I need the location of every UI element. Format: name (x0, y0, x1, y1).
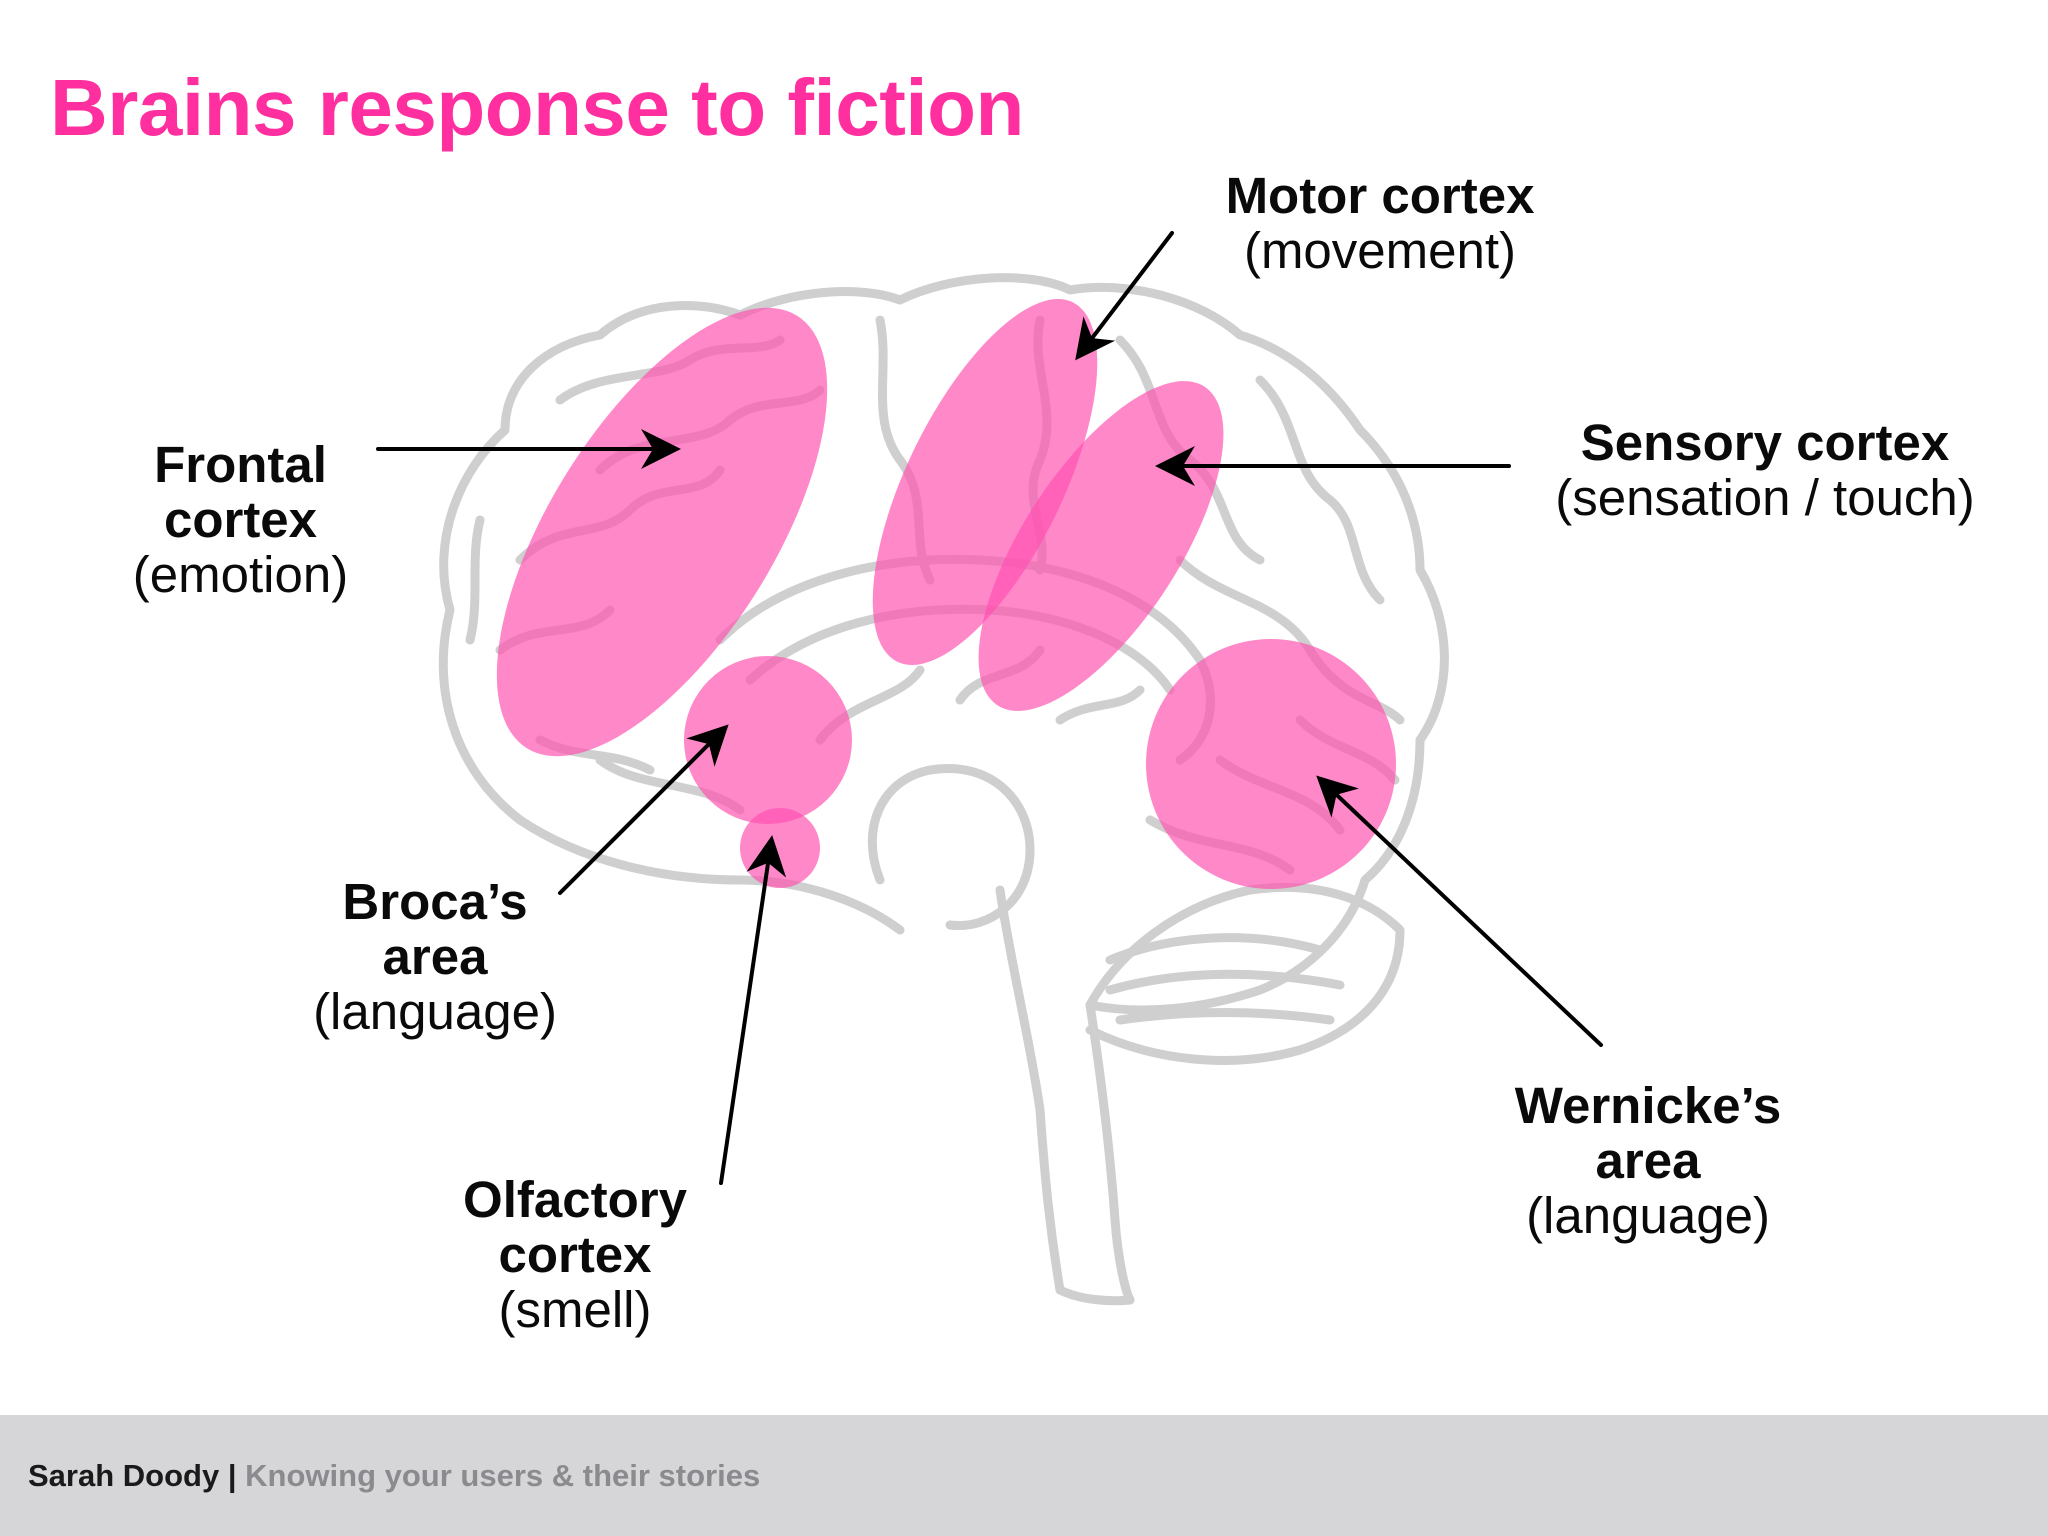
wernicke-arrow (1316, 775, 1603, 1047)
label-brocas-area: Broca’s area (language) (295, 874, 575, 1039)
motor-function: (movement) (1243, 222, 1517, 279)
highlight-regions (496, 299, 1396, 889)
slide-title: Brains response to fiction (50, 63, 1024, 152)
brain-diagram (376, 231, 1603, 1306)
arrows (376, 231, 1603, 1185)
footer-text: Sarah Doody | Knowing your users & their… (28, 1458, 760, 1494)
sensory-name: Sensory cortex (1580, 414, 1950, 471)
footer-author: Sarah Doody (28, 1458, 220, 1493)
broca-function: (language) (313, 983, 557, 1040)
frontal-name-line1: Frontal (154, 436, 327, 493)
frontal-name-line2: cortex (163, 491, 318, 548)
olfactory-function: (smell) (498, 1281, 652, 1338)
sensory-function: (sensation / touch) (1555, 469, 1975, 526)
brocas-area-highlight (684, 656, 852, 824)
motor-name: Motor cortex (1225, 167, 1535, 224)
footer-separator: | (227, 1458, 237, 1493)
motor-arrow (1075, 231, 1174, 361)
olfactory-name-line1: Olfactory (463, 1171, 687, 1228)
olfactory-name-line2: cortex (498, 1226, 652, 1283)
frontal-cortex-highlight (496, 307, 828, 757)
label-motor-cortex: Motor cortex (movement) (1170, 168, 1590, 278)
wernickes-area-highlight (1146, 639, 1396, 889)
label-wernickes-area: Wernicke’s area (language) (1488, 1078, 1808, 1243)
footer-subtitle: Knowing your users & their stories (245, 1458, 761, 1493)
olfactory-cortex-highlight (740, 808, 820, 888)
motor-cortex-highlight (872, 299, 1098, 665)
broca-name-line2: area (382, 928, 488, 985)
footer-bar (0, 1415, 2048, 1536)
wernicke-name-line1: Wernicke’s (1514, 1077, 1782, 1134)
broca-arrow (558, 724, 729, 895)
wernicke-name-line2: area (1595, 1132, 1701, 1189)
wernicke-function: (language) (1526, 1187, 1770, 1244)
label-olfactory-cortex: Olfactory cortex (smell) (440, 1172, 710, 1337)
frontal-function: (emotion) (132, 546, 349, 603)
broca-name-line1: Broca’s (342, 873, 528, 930)
label-frontal-cortex: Frontal cortex (emotion) (118, 437, 363, 602)
olfactory-arrow (719, 835, 787, 1185)
label-sensory-cortex: Sensory cortex (sensation / touch) (1520, 415, 2010, 525)
